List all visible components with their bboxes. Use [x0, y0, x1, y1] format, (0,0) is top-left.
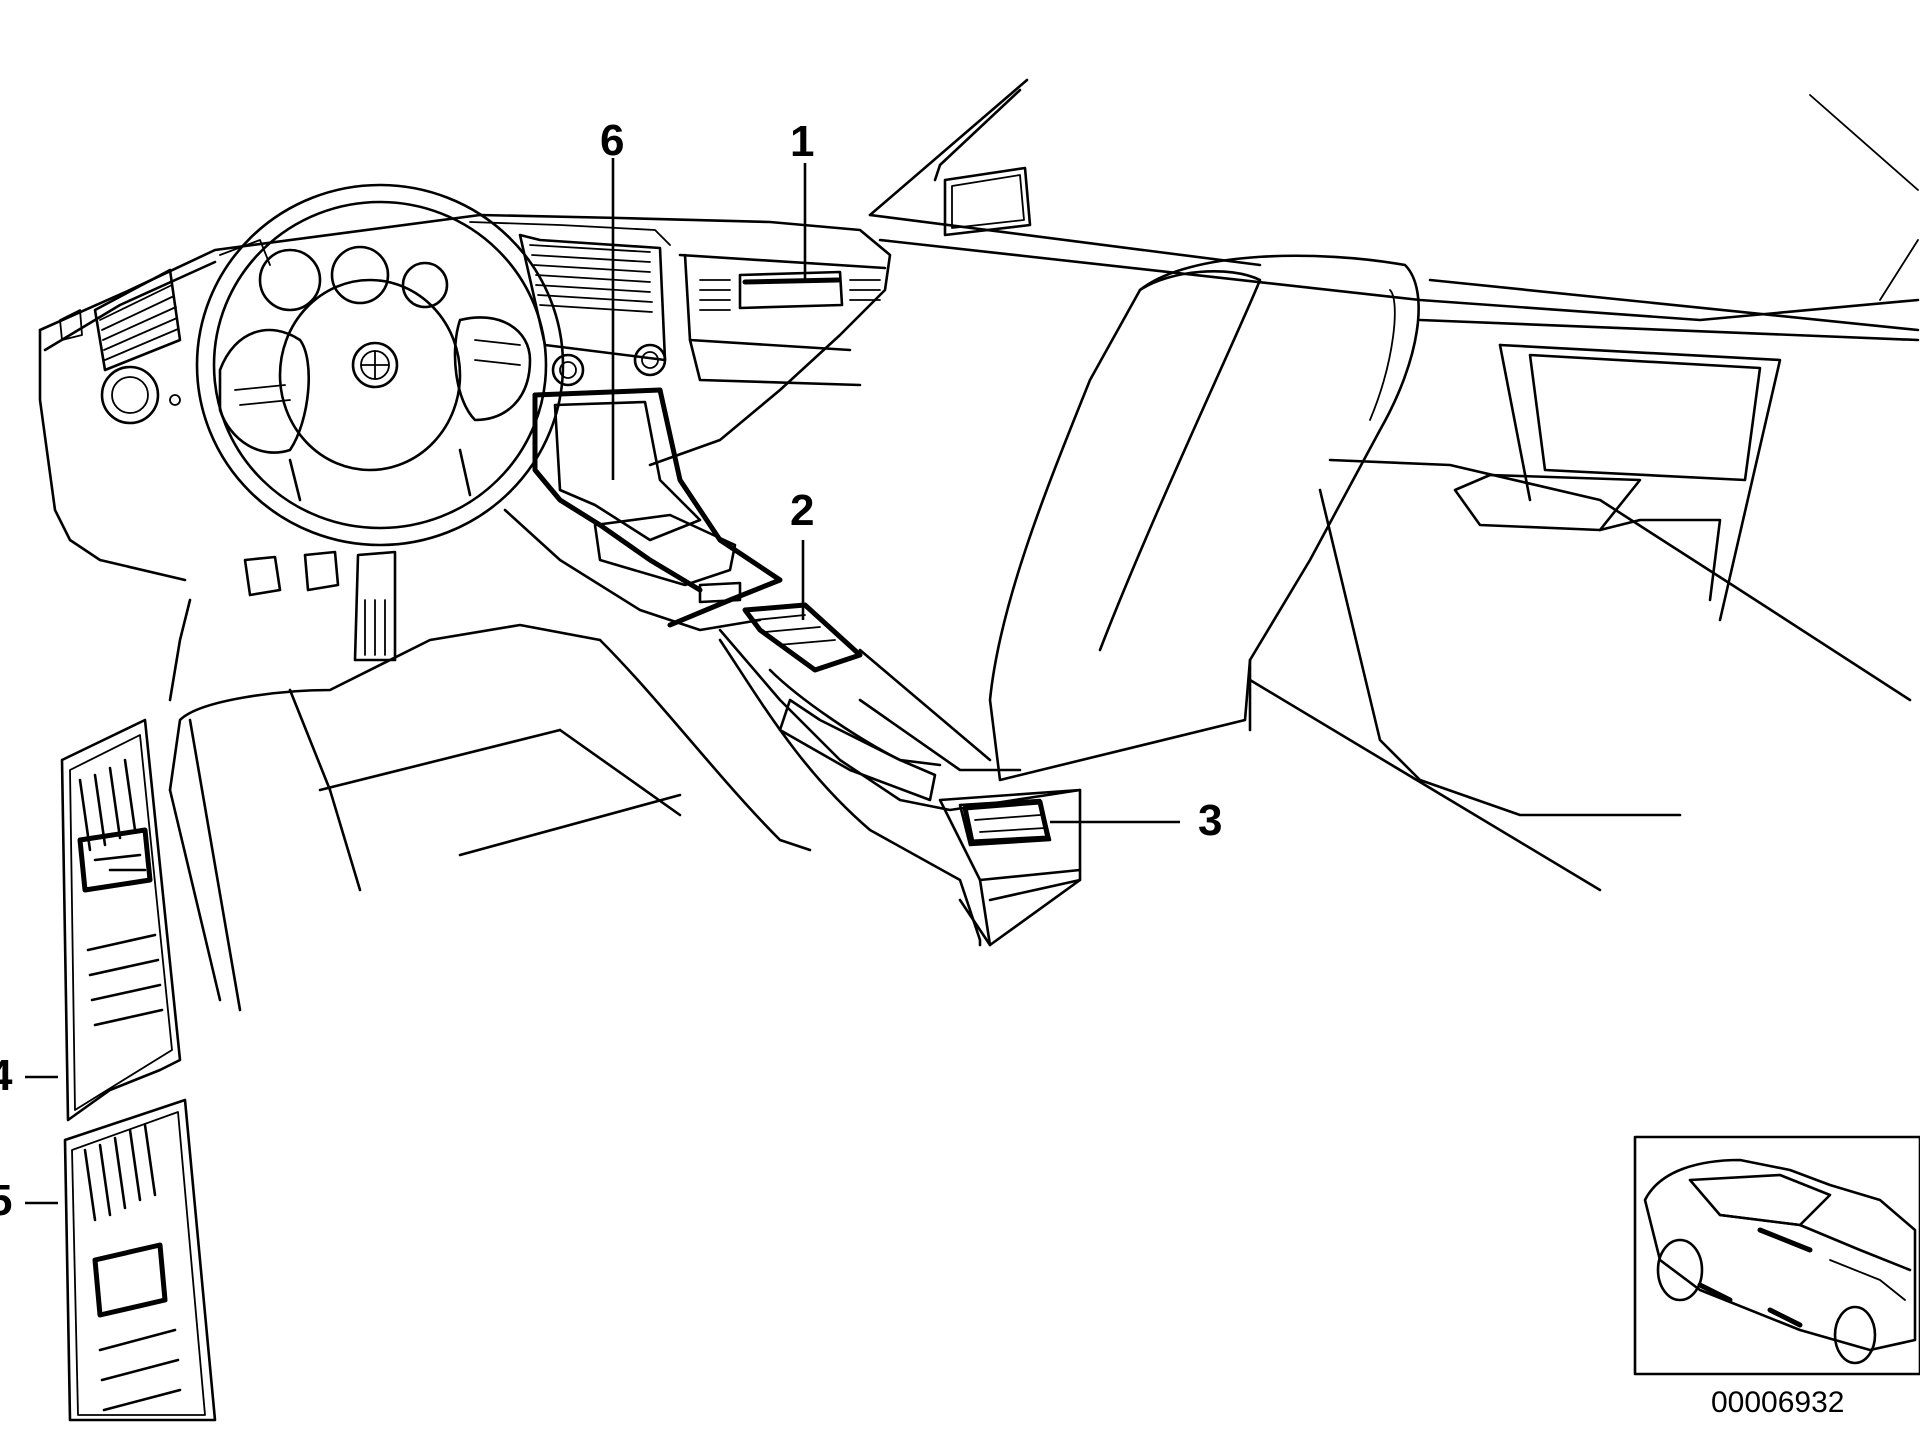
callout-1: 1 — [790, 117, 814, 166]
door-sill-strip-4 — [60, 718, 182, 1122]
steering-wheel — [195, 183, 565, 547]
callout-3: 3 — [1198, 796, 1222, 845]
inset-car-thumbnail — [1633, 1135, 1920, 1376]
driver-seat — [168, 598, 812, 1012]
center-console-trim — [503, 387, 783, 632]
pedals — [243, 550, 397, 662]
callout-5: 5 — [0, 1176, 12, 1225]
center-console-knobs — [551, 343, 667, 387]
windshield-frame — [868, 78, 1919, 267]
rear-console — [718, 628, 1082, 947]
door-panel — [878, 238, 1920, 892]
diagram-reference-number: 00006932 — [1711, 1386, 1844, 1419]
callout-2: 2 — [790, 486, 814, 535]
left-air-vent — [59, 268, 182, 372]
side-mirror — [943, 166, 1032, 237]
dashboard — [38, 213, 892, 582]
gearshift-panel — [742, 602, 863, 673]
leader-lines — [25, 158, 1180, 1205]
passenger-seat — [988, 254, 1420, 782]
callout-4: 4 — [0, 1051, 13, 1100]
callout-6: 6 — [600, 116, 624, 165]
light-switch-knob — [100, 365, 181, 425]
door-sill-strip-5 — [63, 1098, 217, 1422]
